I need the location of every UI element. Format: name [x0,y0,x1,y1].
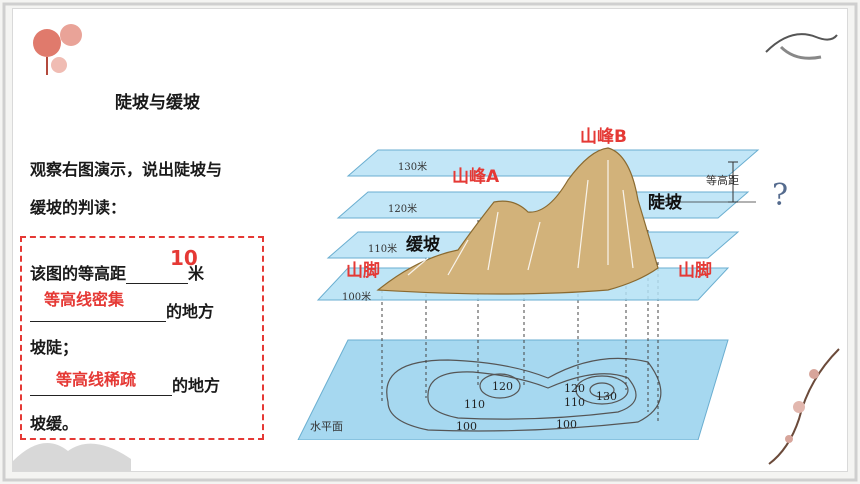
answer-dense: 等高线密集 [44,290,125,309]
answer-line-5: 坡缓。 [30,414,79,433]
peak-a-label: 山峰A [452,167,500,187]
answer-line-1-prefix: 该图的等高距 [30,264,127,283]
contour-number-120b: 120 [564,382,585,395]
answer-line-2: 的地方 [30,298,214,322]
foot-left-label: 山脚 [346,261,380,281]
gentle-slope-label: 缓坡 [406,235,440,255]
contour-number-130: 130 [596,390,617,403]
plane-label-130: 130米 [398,160,427,173]
answer-sparse: 等高线稀疏 [56,370,137,389]
plane-label-110: 110米 [368,242,397,255]
contour-number-110a: 110 [464,398,485,411]
base-plane-label: 水平面 [310,420,343,433]
contour-line-130 [589,382,615,398]
question-line-2: 缓坡的判读： [30,198,127,217]
contour-diagram: 130米 120米 110米 100米 水平面 等高距 130 120 120 … [278,140,762,440]
answer-line-2-suffix: 的地方 [166,302,215,321]
question-line-1: 观察右图演示，说出陡坡与 [30,160,223,179]
interval-label: 等高距 [706,173,739,187]
base-plane [297,339,729,440]
answer-line-3: 坡陡； [30,338,79,357]
question-mark-icon: ? [772,178,789,213]
lantern-decoration-icon [33,24,82,75]
plane-label-120: 120米 [388,202,417,215]
contour-number-110b: 110 [564,396,585,409]
contour-number-100b: 100 [556,418,577,431]
crane-decoration-icon [765,33,838,60]
contour-line-120a [479,373,521,399]
foot-right-label: 山脚 [678,261,712,281]
plane-130 [346,149,760,177]
contour-number-100a: 100 [456,420,477,433]
contour-line-110 [427,371,637,420]
plane-label-100: 100米 [342,290,371,303]
answer-line-1-suffix: 米 [188,264,205,283]
answer-line-1: 该图的等高距 米 [30,260,204,284]
ink-mountain-decoration-icon [13,443,131,471]
plum-blossom-decoration-icon [768,348,840,465]
answer-box [20,236,264,440]
contour-line-120b [575,375,629,405]
answer-line-4: 的地方 [30,372,220,396]
answer-line-4-suffix: 的地方 [172,376,221,395]
contour-number-120a: 120 [492,380,513,393]
peak-b-label: 山峰B [580,127,627,147]
answer-interval: 10 [170,246,198,270]
steep-slope-label: 陡坡 [648,193,682,213]
topic-title: 陡坡与缓坡 [115,93,200,113]
